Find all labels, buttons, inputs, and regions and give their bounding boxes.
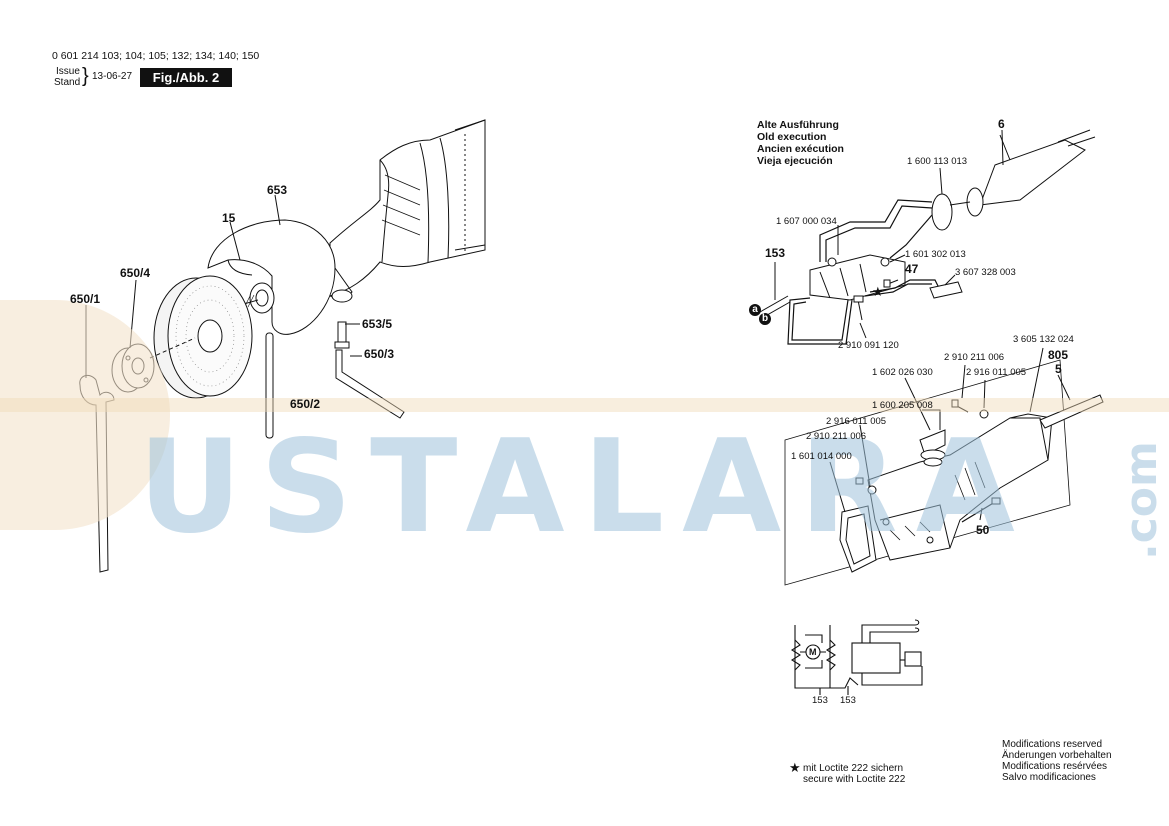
watermark-suffix: .com xyxy=(1116,441,1167,560)
handle-housing xyxy=(867,413,1053,561)
old-execution-label: Alte Ausführung Old execution Ancien exé… xyxy=(757,119,844,167)
old-execution-fr: Ancien exécution xyxy=(757,143,844,155)
screw-653-5 xyxy=(334,321,350,349)
part-1607000034: 1 607 000 034 xyxy=(776,216,837,227)
label-650-3: 650/3 xyxy=(364,347,395,361)
issue-date: 13-06-27 xyxy=(92,71,133,82)
part-3607328003: 3 607 328 003 xyxy=(955,267,1016,278)
footnote-star-icon: ★ xyxy=(789,760,801,775)
footnote-en: secure with Loctite 222 xyxy=(803,774,906,785)
label-153-top: 153 xyxy=(765,246,786,260)
schematic-motor-label: M xyxy=(809,647,817,657)
knob-1600205008 xyxy=(919,409,946,467)
label-650-4: 650/4 xyxy=(120,266,151,280)
grinder-housing xyxy=(329,119,486,297)
footnote-de: mit Loctite 222 sichern xyxy=(803,763,904,774)
cover-plate-1601014000 xyxy=(839,505,877,573)
label-653: 653 xyxy=(267,183,288,197)
screw-2910091120 xyxy=(853,295,864,321)
watermark-orange-band xyxy=(0,398,1169,412)
modifications-de: Änderungen vorbehalten xyxy=(1002,750,1112,761)
label-5: 5 xyxy=(1055,362,1062,376)
part-2910211006-b: 2 910 211 006 xyxy=(806,431,867,442)
part-2916011005-b: 2 916 011 005 xyxy=(826,416,887,427)
part-2910211006-a: 2 910 211 006 xyxy=(944,352,1005,363)
label-15: 15 xyxy=(222,211,236,225)
part-2916011005-a: 2 916 011 005 xyxy=(966,367,1027,378)
part-2910091120: 2 910 091 120 xyxy=(838,340,899,351)
switch-block xyxy=(809,254,906,301)
connector-3607328003 xyxy=(929,281,963,299)
hex-key-650-3 xyxy=(335,349,405,419)
modifications-fr: Modifications resérvées xyxy=(1002,761,1108,772)
grinding-wheel xyxy=(153,275,253,399)
old-execution-en: Old execution xyxy=(757,131,827,143)
part-1601302013: 1 601 302 013 xyxy=(905,249,966,260)
label-653-5: 653/5 xyxy=(362,317,393,331)
figure-badge: Fig./Abb. 2 xyxy=(140,68,232,87)
part-1601014000: 1 601 014 000 xyxy=(791,451,852,462)
issue-label: Issue xyxy=(56,66,80,77)
small-screws xyxy=(855,399,989,495)
modifications-en: Modifications reserved xyxy=(1002,739,1103,750)
wiring-schematic xyxy=(790,619,923,695)
screw-47 xyxy=(883,279,899,288)
label-650-2: 650/2 xyxy=(290,397,321,411)
modifications-notice: Modifications reserved Änderungen vorbeh… xyxy=(1002,739,1112,783)
schematic-label-153-left: 153 xyxy=(812,695,828,706)
old-execution-es: Vieja ejecución xyxy=(757,155,833,167)
label-50: 50 xyxy=(976,523,990,537)
marker-b: b xyxy=(759,313,771,325)
stand-label: Stand xyxy=(54,77,81,88)
part-1602026030: 1 602 026 030 xyxy=(872,367,933,378)
label-47: 47 xyxy=(905,262,919,276)
old-execution-de: Alte Ausführung xyxy=(757,119,839,131)
modifications-es: Salvo modificaciones xyxy=(1002,772,1096,783)
label-805: 805 xyxy=(1048,348,1069,362)
brace: } xyxy=(82,65,89,87)
model-numbers: 0 601 214 103; 104; 105; 132; 134; 140; … xyxy=(52,50,260,62)
pin-650-2 xyxy=(265,332,274,439)
cable-sleeve-5 xyxy=(1039,394,1104,429)
part-1600205008: 1 600 205 008 xyxy=(872,400,933,411)
part-1600113013: 1 600 113 013 xyxy=(907,156,968,167)
schematic-label-153-right: 153 xyxy=(840,695,856,706)
assembly-panel xyxy=(784,359,1071,586)
label-6: 6 xyxy=(998,117,1005,131)
label-650-1: 650/1 xyxy=(70,292,101,306)
screw-50 xyxy=(961,497,1001,523)
marker-a: a xyxy=(749,304,761,316)
wires xyxy=(759,199,941,345)
part-3605132024: 3 605 132 024 xyxy=(1013,334,1074,345)
watermark-brand: USTALARA xyxy=(138,413,1033,562)
wheel-guard xyxy=(207,219,353,335)
power-cord xyxy=(931,129,1096,231)
loctite-star-icon: ★ xyxy=(872,284,884,299)
